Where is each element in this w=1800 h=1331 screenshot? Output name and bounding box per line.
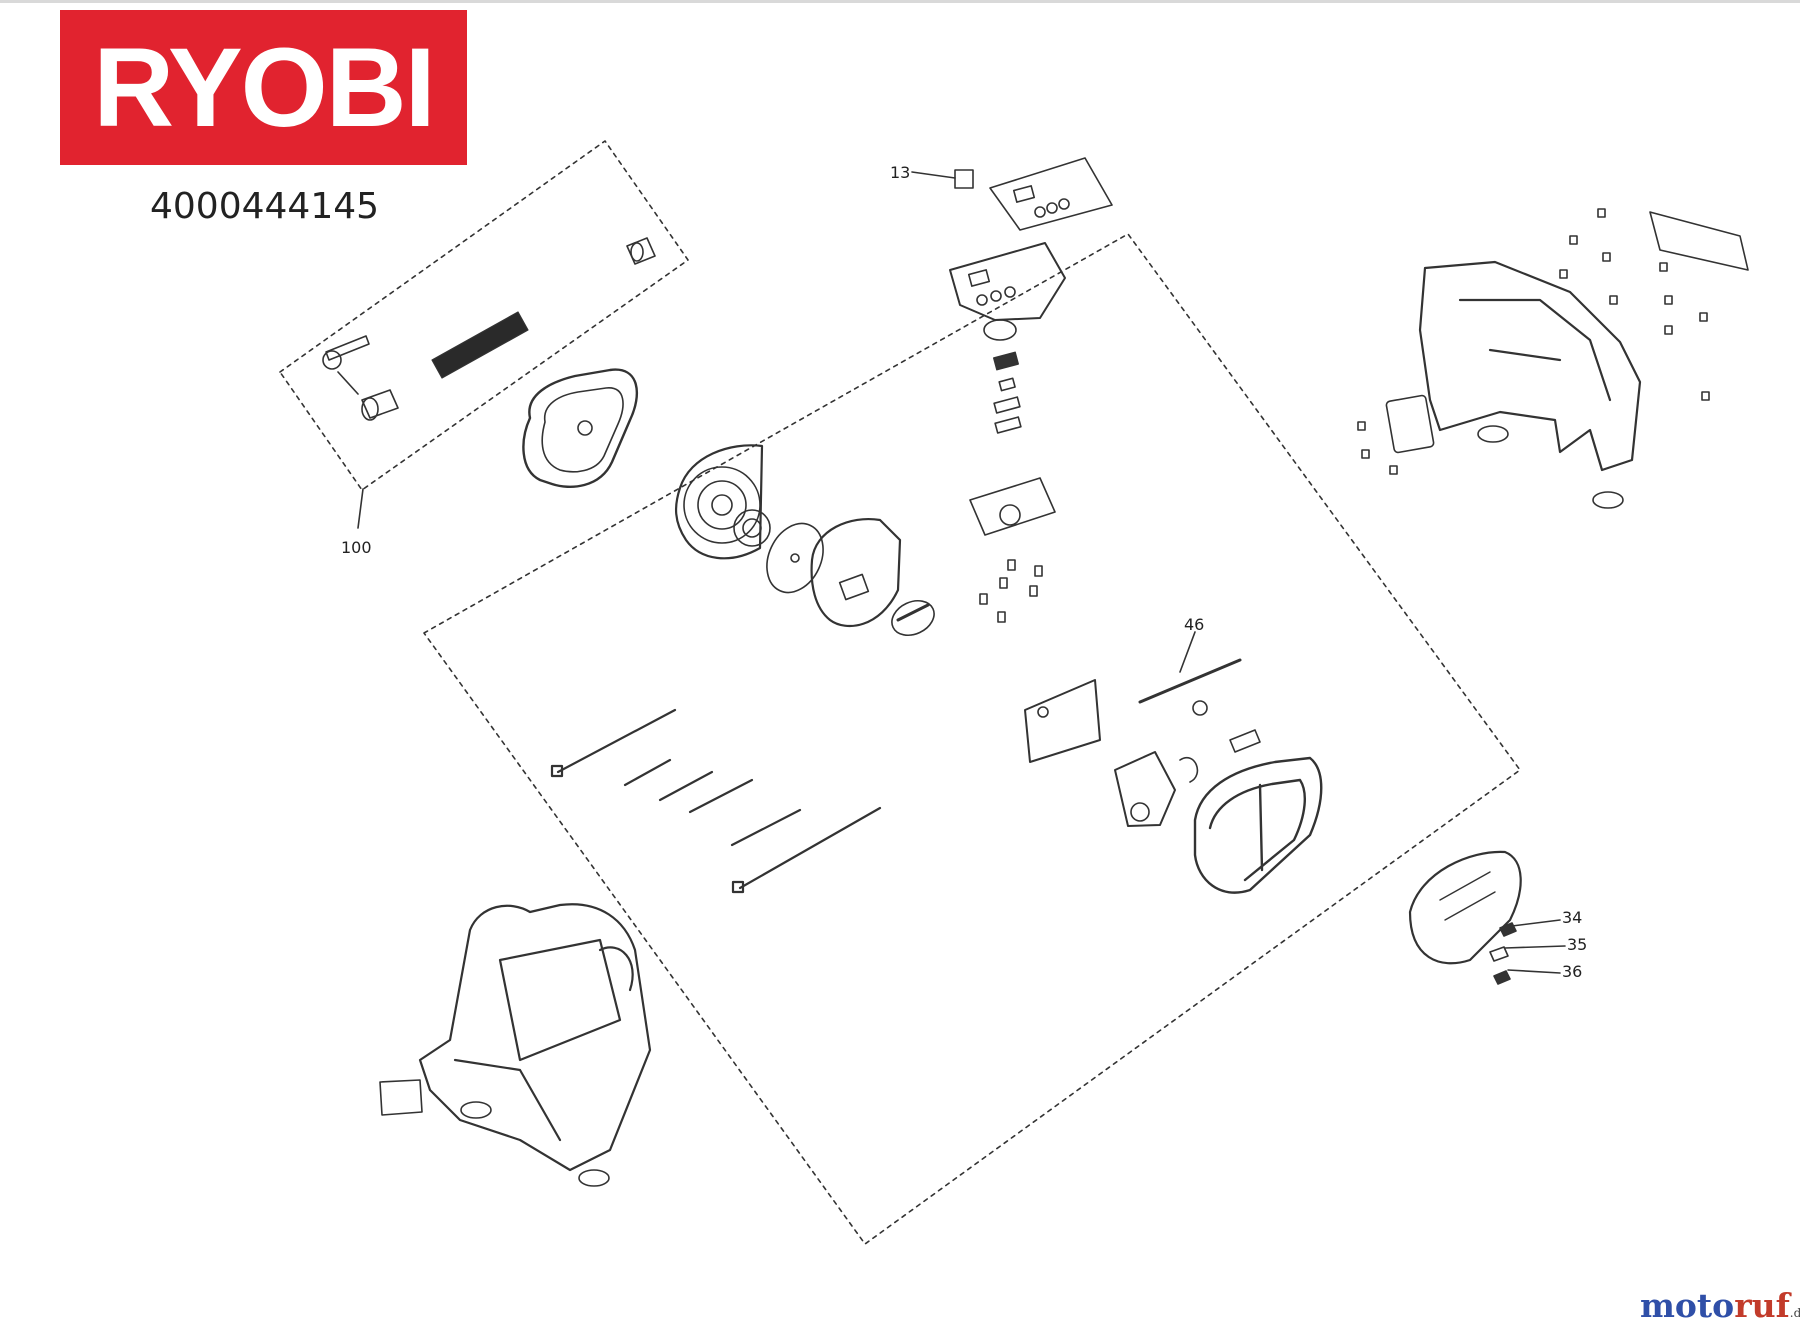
nozzle-36 bbox=[1493, 970, 1511, 985]
fan-housing-front bbox=[810, 517, 902, 628]
nozzle-35 bbox=[1489, 946, 1509, 962]
fan-gasket bbox=[733, 509, 771, 547]
accessory-kit-boundary bbox=[279, 140, 689, 491]
watermark-part-b: ruf bbox=[1734, 1286, 1790, 1325]
leader-34 bbox=[1511, 919, 1561, 927]
callout-13: 13 bbox=[890, 163, 911, 182]
circuit-board bbox=[969, 477, 1056, 536]
inflation-adapter-nozzle bbox=[626, 237, 656, 265]
housing-bracket bbox=[1649, 211, 1749, 271]
rubber-feet-left bbox=[460, 1101, 610, 1187]
pump-bracket bbox=[1024, 679, 1101, 763]
housing-upper-right bbox=[1418, 260, 1642, 472]
main-housing bbox=[418, 903, 652, 1172]
impeller-disc bbox=[766, 522, 824, 594]
air-filter-cover bbox=[522, 368, 638, 488]
callout-46: 46 bbox=[1184, 615, 1205, 634]
button-pads bbox=[993, 351, 1022, 434]
callout-34: 34 bbox=[1562, 908, 1583, 927]
callout-36: 36 bbox=[1562, 962, 1583, 981]
leader-35 bbox=[1504, 945, 1566, 949]
rating-label bbox=[379, 1079, 423, 1116]
ryobi-logo: RYOBI bbox=[60, 10, 467, 165]
control-panel-label bbox=[989, 157, 1113, 231]
leader-100 bbox=[357, 488, 364, 529]
logo-text: RYOBI bbox=[93, 25, 436, 150]
knob bbox=[983, 319, 1017, 341]
fan-housing-rear bbox=[674, 444, 764, 560]
switch-13 bbox=[954, 169, 974, 189]
nozzle-34 bbox=[1499, 922, 1517, 937]
piston-rod-46 bbox=[1138, 658, 1242, 704]
handle-frame bbox=[1193, 756, 1323, 894]
control-panel-cover bbox=[949, 242, 1066, 321]
callout-100: 100 bbox=[341, 538, 372, 557]
motor bbox=[891, 599, 935, 637]
main-assembly-boundary bbox=[423, 233, 1521, 1245]
battery-receptacle bbox=[1385, 394, 1435, 454]
top-rule bbox=[0, 0, 1800, 3]
valve-chuck-connector bbox=[322, 335, 399, 421]
leader-46 bbox=[1179, 631, 1196, 673]
leader-13 bbox=[911, 171, 956, 179]
motoruf-watermark: motoruf.de bbox=[1640, 1286, 1800, 1325]
screws-center bbox=[979, 559, 1043, 623]
pump-parts bbox=[1179, 700, 1261, 783]
model-number: 4000444145 bbox=[150, 186, 380, 227]
rubber-feet-right bbox=[1477, 425, 1624, 509]
screws-right bbox=[1357, 208, 1710, 475]
watermark-suffix: .de bbox=[1789, 1306, 1800, 1320]
cable-ties bbox=[550, 708, 882, 894]
callout-35: 35 bbox=[1567, 935, 1588, 954]
inflation-hose bbox=[431, 311, 529, 379]
cylinder bbox=[1114, 751, 1176, 827]
battery-port-cover bbox=[1408, 850, 1522, 965]
watermark-part-a: moto bbox=[1640, 1286, 1735, 1325]
leader-36 bbox=[1507, 969, 1561, 974]
